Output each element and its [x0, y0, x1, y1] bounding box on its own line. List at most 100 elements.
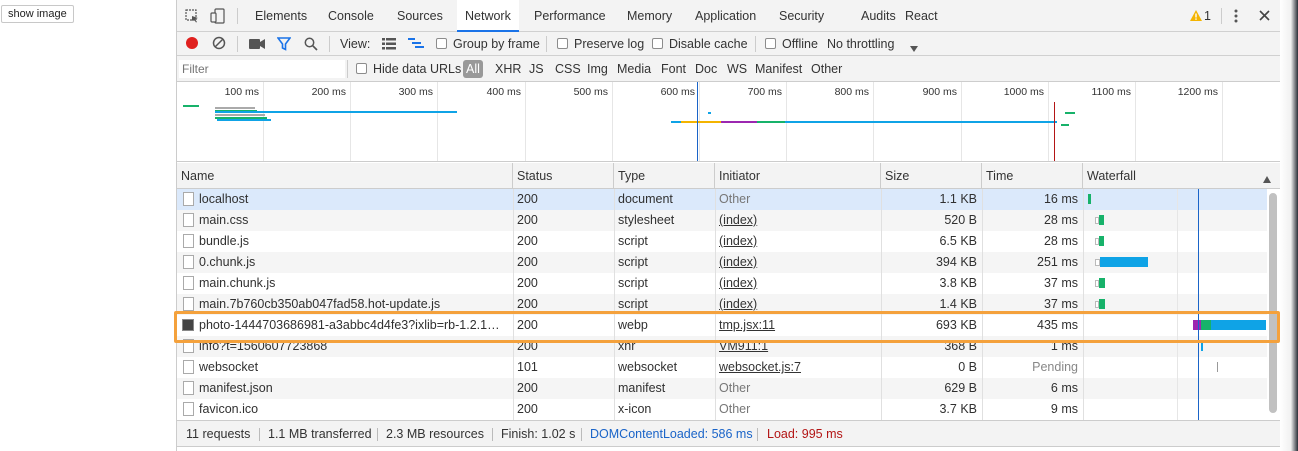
- overview-grid-line: [263, 82, 264, 161]
- throttling-select[interactable]: No throttling: [827, 37, 895, 51]
- tab-react[interactable]: React: [905, 9, 938, 23]
- sort-ascending-icon[interactable]: [1263, 172, 1271, 186]
- more-options-icon[interactable]: [1234, 9, 1238, 26]
- request-name[interactable]: bundle.js: [199, 234, 250, 248]
- warning-icon[interactable]: [1190, 10, 1202, 24]
- preserve-log-checkbox[interactable]: [557, 38, 568, 49]
- request-initiator[interactable]: tmp.jsx:11: [719, 318, 776, 332]
- request-name[interactable]: localhost: [199, 192, 249, 206]
- table-scrollbar[interactable]: [1269, 193, 1277, 413]
- overview-bar: [708, 112, 711, 114]
- group-by-frame-checkbox[interactable]: [436, 38, 447, 49]
- offline-checkbox[interactable]: [765, 38, 776, 49]
- disable-cache-label[interactable]: Disable cache: [669, 37, 748, 51]
- request-time: 37 ms: [1043, 297, 1078, 311]
- search-icon[interactable]: [304, 37, 318, 54]
- filter-type-xhr[interactable]: XHR: [495, 62, 522, 76]
- record-icon[interactable]: [185, 36, 199, 53]
- hide-data-urls-checkbox[interactable]: [356, 63, 367, 74]
- overview-bar: [681, 121, 721, 123]
- filter-icon[interactable]: [276, 37, 292, 54]
- show-overview-icon[interactable]: [408, 38, 424, 53]
- column-header-initiator[interactable]: Initiator: [715, 163, 881, 189]
- request-name[interactable]: main.7b760cb350ab047fad58.hot-update.js: [199, 297, 441, 311]
- filter-type-all[interactable]: All: [463, 60, 483, 78]
- disable-cache-checkbox[interactable]: [652, 38, 663, 49]
- tab-elements[interactable]: Elements: [255, 9, 308, 23]
- warning-count[interactable]: 1: [1204, 9, 1211, 23]
- column-header-status[interactable]: Status: [513, 163, 614, 189]
- hide-data-urls-label[interactable]: Hide data URLs: [373, 62, 462, 76]
- filter-type-js[interactable]: JS: [529, 62, 544, 76]
- tab-console[interactable]: Console: [328, 9, 374, 23]
- tab-sources[interactable]: Sources: [397, 9, 443, 23]
- large-request-rows-icon[interactable]: [382, 38, 396, 53]
- filter-type-other[interactable]: Other: [811, 62, 843, 76]
- request-name[interactable]: manifest.json: [199, 381, 273, 395]
- chevron-down-icon[interactable]: [910, 41, 918, 55]
- request-initiator[interactable]: (index): [719, 276, 758, 290]
- devtools-panel: Elements Console Sources Network Performance…: [176, 0, 1281, 451]
- request-initiator[interactable]: (index): [719, 297, 758, 311]
- request-size: 520 B: [944, 213, 977, 227]
- overview-grid-line: [350, 82, 351, 161]
- filter-type-font[interactable]: Font: [661, 62, 687, 76]
- column-header-size[interactable]: Size: [881, 163, 982, 189]
- column-header-waterfall[interactable]: Waterfall: [1087, 169, 1136, 183]
- filter-type-img[interactable]: Img: [587, 62, 608, 76]
- request-name[interactable]: main.css: [199, 213, 249, 227]
- request-status: 200: [517, 192, 538, 206]
- file-icon: [183, 381, 194, 395]
- request-initiator[interactable]: (index): [719, 255, 758, 269]
- close-devtools-icon[interactable]: [1259, 10, 1270, 24]
- request-name[interactable]: info?t=1560607723868: [199, 339, 328, 353]
- filter-type-media[interactable]: Media: [617, 62, 652, 76]
- table-row[interactable]: photo-1444703686981-a3abbc4d4fe3?ixlib=r…: [177, 315, 1267, 336]
- preserve-log-label[interactable]: Preserve log: [574, 37, 645, 51]
- device-toolbar-icon[interactable]: [210, 8, 226, 27]
- request-initiator[interactable]: websocket.js:7: [719, 360, 801, 374]
- filter-input[interactable]: [179, 60, 345, 78]
- capture-screenshots-icon[interactable]: [249, 38, 265, 53]
- request-type: xhr: [618, 339, 636, 353]
- filter-type-ws[interactable]: WS: [727, 62, 748, 76]
- column-header-name[interactable]: Name: [177, 163, 513, 189]
- request-name[interactable]: main.chunk.js: [199, 276, 276, 290]
- tab-application[interactable]: Application: [695, 9, 757, 23]
- tab-memory[interactable]: Memory: [627, 9, 673, 23]
- request-initiator[interactable]: (index): [719, 213, 758, 227]
- inspect-element-icon[interactable]: [185, 9, 199, 26]
- tab-performance[interactable]: Performance: [534, 9, 606, 23]
- request-time: 9 ms: [1050, 402, 1078, 416]
- column-header-type[interactable]: Type: [614, 163, 715, 189]
- column-header-time[interactable]: Time: [982, 163, 1083, 189]
- tab-security[interactable]: Security: [779, 9, 825, 23]
- request-name[interactable]: photo-1444703686981-a3abbc4d4fe3?ixlib=r…: [199, 318, 507, 332]
- tab-network[interactable]: Network: [457, 0, 519, 32]
- clear-icon[interactable]: [212, 36, 226, 53]
- finish-time: Finish: 1.02 s: [501, 427, 576, 441]
- group-by-frame-label[interactable]: Group by frame: [453, 37, 540, 51]
- request-initiator[interactable]: VM911:1: [719, 339, 769, 353]
- filter-type-css[interactable]: CSS: [555, 62, 581, 76]
- offline-label[interactable]: Offline: [782, 37, 818, 51]
- request-name[interactable]: websocket: [199, 360, 259, 374]
- request-initiator[interactable]: (index): [719, 234, 758, 248]
- request-name[interactable]: 0.chunk.js: [199, 255, 256, 269]
- filter-type-manifest[interactable]: Manifest: [755, 62, 803, 76]
- tab-audits[interactable]: Audits: [861, 9, 896, 23]
- filter-type-doc[interactable]: Doc: [695, 62, 718, 76]
- request-name[interactable]: favicon.ico: [199, 402, 259, 416]
- show-image-button[interactable]: show image: [1, 5, 74, 23]
